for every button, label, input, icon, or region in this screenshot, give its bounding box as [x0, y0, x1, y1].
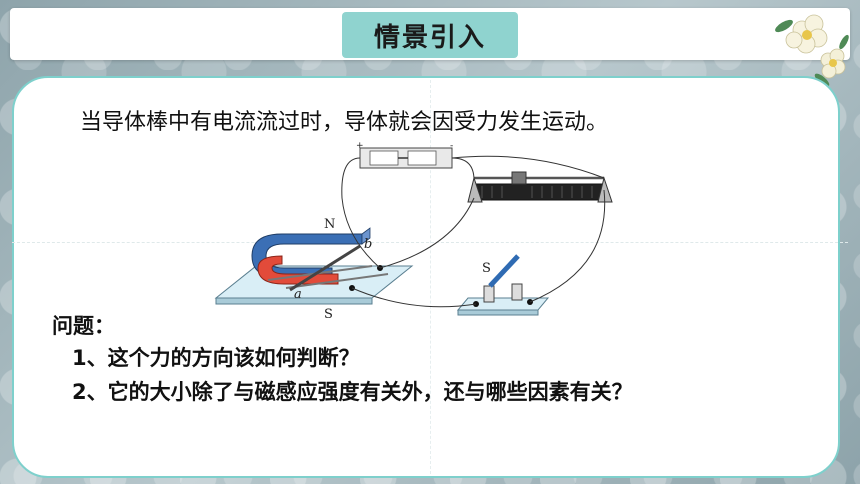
rod-b-label: b	[364, 237, 372, 252]
question-item-1: 1、这个力的方向该如何判断？	[72, 346, 360, 370]
battery: + -	[356, 141, 453, 169]
rails	[267, 265, 389, 289]
question-item-2: 2、它的大小除了与磁感应强度有关外，还与哪些因素有关？	[72, 380, 633, 404]
switch: S	[456, 254, 550, 316]
content-card	[12, 76, 840, 478]
battery-minus-label: -	[450, 141, 453, 151]
wires	[341, 155, 606, 308]
title-box: 情景引入	[342, 12, 518, 58]
rod-a-label: a	[294, 287, 302, 302]
question-label: 问题：	[52, 314, 115, 338]
circuit-diagram: + - N b a S	[214, 141, 613, 320]
horseshoe-magnet: N	[251, 217, 371, 285]
battery-plus-label: +	[356, 141, 364, 151]
slide-title: 情景引入	[373, 22, 486, 53]
intro-text: 当导体棒中有电流流过时，导体就会因受力发生运动。	[80, 110, 609, 135]
switch-s-label: S	[482, 261, 491, 276]
rheostat	[467, 171, 613, 203]
conductor-rod	[289, 244, 361, 292]
flower-decoration-icon	[775, 14, 849, 87]
magnet-n-label: N	[324, 217, 335, 232]
guide-line-vertical	[430, 80, 431, 474]
magnet-s-label: S	[324, 307, 333, 320]
